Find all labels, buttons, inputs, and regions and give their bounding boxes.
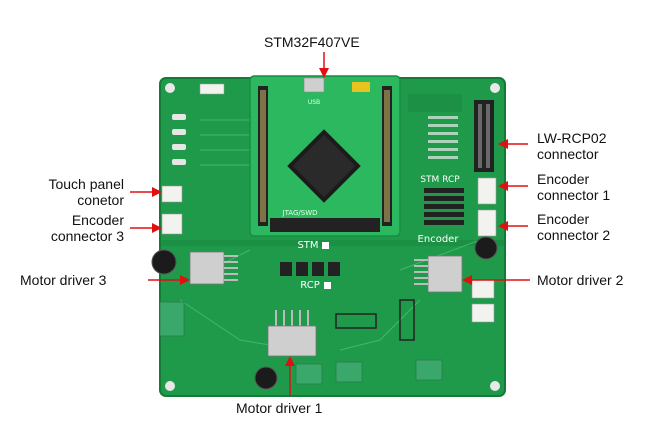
label-line-2: conetor xyxy=(77,192,124,208)
terminal-block-right xyxy=(471,279,495,299)
jtag-header xyxy=(270,218,380,232)
rcp-silkscreen: RCP xyxy=(300,280,319,291)
label-touch-panel-connector: Touch panel conetor xyxy=(28,176,124,208)
label-line-2: connector xyxy=(537,146,599,162)
label-text: Motor driver 1 xyxy=(236,400,323,416)
encoder-connector-2 xyxy=(477,209,497,237)
label-motor-driver-3: Motor driver 3 xyxy=(20,272,106,288)
label-text: Motor driver 2 xyxy=(537,272,624,288)
motor-driver-1 xyxy=(267,325,317,357)
label-encoder-connector-3: Encoder connector 3 xyxy=(28,212,124,244)
label-encoder-connector-2: Encoder connector 2 xyxy=(537,211,610,243)
encoder-connector-3 xyxy=(161,213,183,235)
motor-driver-2 xyxy=(427,255,463,293)
label-line-1: Encoder xyxy=(537,171,590,187)
label-encoder-connector-1: Encoder connector 1 xyxy=(537,171,610,203)
terminal-block-bottom-2 xyxy=(335,361,363,383)
capacitor-bottom xyxy=(254,366,278,390)
label-line-1: Encoder xyxy=(537,211,590,227)
label-text: STM32F407VE xyxy=(264,34,360,50)
label-line-2: connector 3 xyxy=(50,228,124,244)
motor-driver-3 xyxy=(189,251,225,285)
capacitor-right xyxy=(474,236,498,260)
usb-silkscreen: USB xyxy=(308,99,320,106)
usb-port xyxy=(303,77,325,93)
capacitor-left xyxy=(151,249,177,275)
label-line-1: Encoder xyxy=(71,212,124,228)
label-line-2: connector 1 xyxy=(537,187,611,203)
terminal-block-left xyxy=(159,301,185,337)
jtag-silkscreen: JTAG/SWD xyxy=(282,209,318,217)
stm-silkscreen: STM xyxy=(297,240,318,251)
label-lw-rcp02-connector: LW-RCP02 connector xyxy=(537,130,607,162)
terminal-block-bottom-3 xyxy=(415,359,443,381)
terminal-block-bottom-1 xyxy=(295,363,323,385)
label-stm32f407ve: STM32F407VE xyxy=(264,34,360,50)
stm-rcp-top-silkscreen: STM RCP xyxy=(420,175,460,185)
label-motor-driver-2: Motor driver 2 xyxy=(537,272,623,288)
label-line-1: LW-RCP02 xyxy=(537,130,607,146)
label-motor-driver-1: Motor driver 1 xyxy=(236,400,322,416)
label-line-2: connector 2 xyxy=(537,227,611,243)
label-text: Motor driver 3 xyxy=(20,272,107,288)
lw-rcp02-header xyxy=(474,100,494,172)
touch-panel-connector xyxy=(161,185,183,203)
encoder-connector-1 xyxy=(477,177,497,205)
encoder-silkscreen: Encoder xyxy=(418,234,460,245)
label-line-1: Touch panel xyxy=(48,176,124,192)
